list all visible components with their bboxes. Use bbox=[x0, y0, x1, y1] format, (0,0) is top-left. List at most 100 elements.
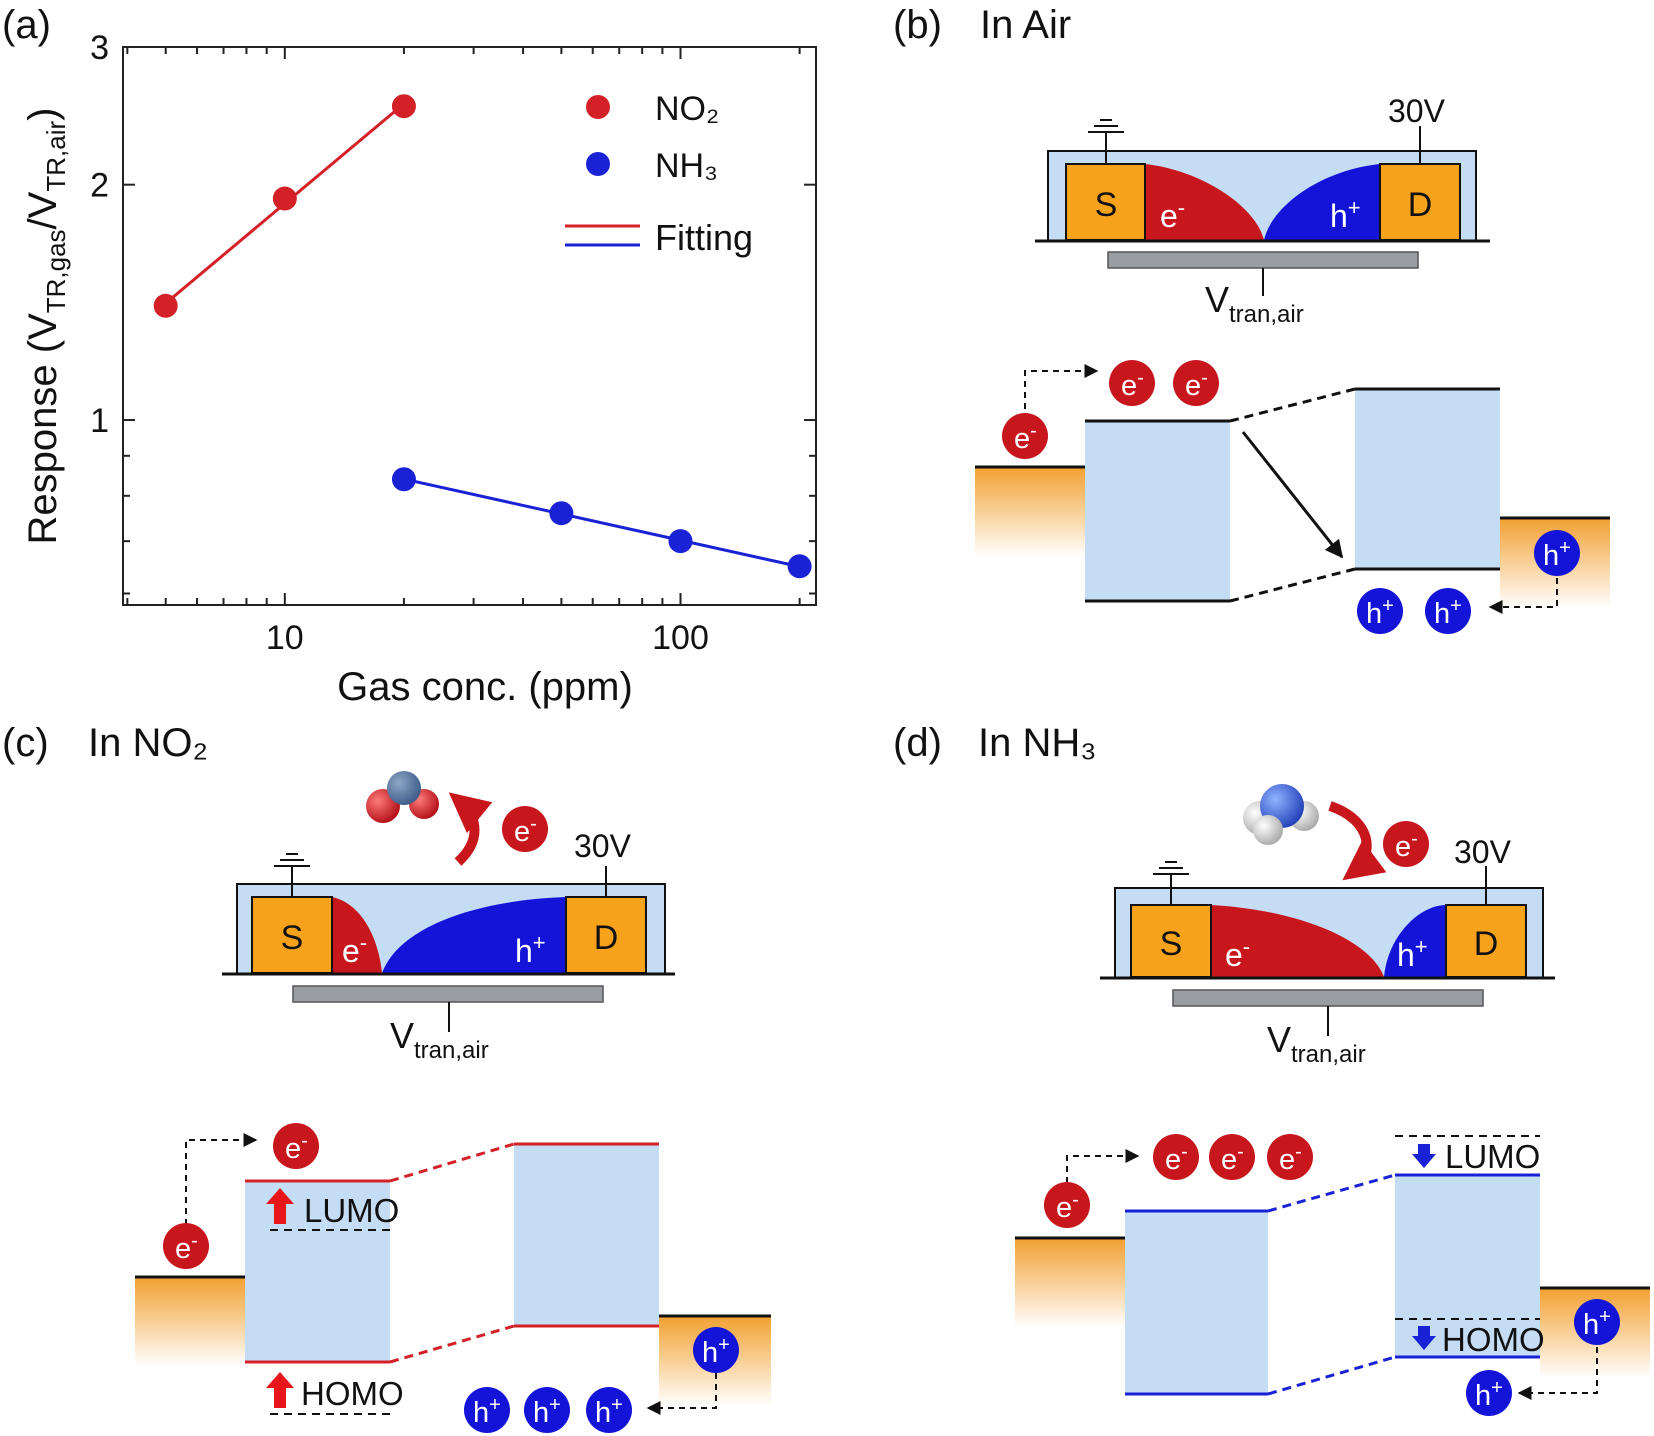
b-gate-sub: tran,air bbox=[1229, 301, 1304, 328]
panel-a-label: (a) bbox=[2, 3, 51, 47]
c-ball-e1-sign: - bbox=[191, 1230, 198, 1252]
data-point-series-0 bbox=[391, 94, 416, 119]
d-left-metal bbox=[1015, 1238, 1125, 1328]
b-homo-bend bbox=[1229, 567, 1356, 603]
d-ball-e4: e bbox=[1279, 1144, 1295, 1176]
d-ball-h1: h bbox=[1583, 1309, 1599, 1341]
b-voltage-label: 30V bbox=[1388, 93, 1446, 129]
b-ball-h3-sign: + bbox=[1450, 595, 1462, 617]
c-ball-e2: e bbox=[285, 1133, 301, 1165]
c-ball-h4: h bbox=[595, 1397, 611, 1429]
svg-text:h+: h+ bbox=[1366, 595, 1394, 630]
d-h-sign: + bbox=[1415, 934, 1428, 959]
y-axis-label: Response (VTR,gas/VTR,air) bbox=[21, 108, 71, 545]
panel-b-in-air: (b) In Air S D e- h+ Vtran,air 30V bbox=[893, 3, 1610, 634]
b-source-label: S bbox=[1095, 186, 1118, 224]
svg-text:h+: h+ bbox=[595, 1394, 623, 1429]
d-hole-inject-arrow bbox=[1517, 1347, 1598, 1400]
c-source-label: S bbox=[281, 919, 304, 957]
d-lumo-bend bbox=[1267, 1173, 1396, 1213]
b-carriers: e- e- e- h+ h+ h+ bbox=[1002, 360, 1580, 634]
svg-text:e-: e- bbox=[175, 1230, 198, 1265]
data-point-series-0 bbox=[153, 293, 178, 318]
d-homo-label: HOMO bbox=[1442, 1321, 1545, 1358]
c-electron-symbol: e- bbox=[342, 930, 367, 969]
c-ball-e2-sign: - bbox=[301, 1130, 308, 1152]
no2-molecule-icon bbox=[366, 771, 439, 823]
svg-text:h+: h+ bbox=[1583, 1306, 1611, 1341]
b-ball-h1: h bbox=[1543, 540, 1559, 572]
data-point-series-1 bbox=[787, 554, 812, 579]
svg-text:e-: e- bbox=[285, 1130, 308, 1165]
svg-text:h+: h+ bbox=[1475, 1377, 1503, 1412]
c-electron-region bbox=[332, 897, 382, 973]
panel-b-title: In Air bbox=[980, 3, 1071, 47]
d-hole-region bbox=[1384, 905, 1446, 977]
c-lumo-bend bbox=[389, 1142, 515, 1183]
panel-d-label: (d) bbox=[893, 721, 942, 765]
svg-text:e-: e- bbox=[1395, 828, 1418, 863]
d-h-letter: h bbox=[1397, 937, 1415, 973]
c-ball-h1: h bbox=[702, 1337, 718, 1369]
panel-d-title: In NH₃ bbox=[978, 721, 1097, 765]
y-label-end: ) bbox=[21, 108, 65, 121]
c-released-electron: e- bbox=[502, 806, 548, 852]
c-hole-symbol: h+ bbox=[515, 930, 546, 969]
c-e-sign: - bbox=[360, 930, 367, 955]
svg-text:e-: e- bbox=[1279, 1141, 1302, 1176]
y-label-mid: /V bbox=[21, 191, 65, 229]
x-axis-label: Gas conc. (ppm) bbox=[337, 665, 633, 709]
d-electron-ball: e- bbox=[1267, 1134, 1313, 1180]
d-electron-ball: e- bbox=[1044, 1182, 1090, 1228]
b-electron-symbol: e- bbox=[1160, 195, 1185, 234]
d-electron-donate-arrow bbox=[1328, 801, 1387, 881]
d-electron-inject-arrow bbox=[1066, 1149, 1140, 1183]
b-electron-ball: e- bbox=[1109, 360, 1155, 406]
d-homo-down-arrow-icon bbox=[1412, 1326, 1436, 1350]
d-gate-v: V bbox=[1267, 1019, 1291, 1060]
b-ball-e3: e bbox=[1185, 370, 1201, 402]
c-electron-ball: e- bbox=[163, 1223, 209, 1269]
b-hole-ball: h+ bbox=[1425, 588, 1471, 634]
x-tick-label: 10 bbox=[266, 619, 304, 657]
c-lumo-label: LUMO bbox=[304, 1192, 399, 1229]
b-ball-h2-sign: + bbox=[1382, 595, 1394, 617]
d-ball-h2-sign: + bbox=[1491, 1377, 1503, 1399]
b-h-letter: h bbox=[1330, 198, 1348, 234]
c-gate bbox=[292, 985, 604, 1003]
d-electron-symbol: e- bbox=[1225, 934, 1250, 973]
legend-fitting-label: Fitting bbox=[655, 217, 753, 258]
y-label-sub-air: TR,air bbox=[41, 121, 71, 192]
d-ball-e3-sign: - bbox=[1237, 1141, 1244, 1163]
d-electron-ball: e- bbox=[1153, 1134, 1199, 1180]
d-electron-region bbox=[1211, 905, 1384, 977]
svg-text:e-: e- bbox=[1221, 1141, 1244, 1176]
legend-nh3-label: NH₃ bbox=[655, 147, 718, 185]
y-label-sub-gas: TR,gas bbox=[41, 229, 71, 313]
b-ball-e1-sign: - bbox=[1030, 420, 1037, 442]
d-homo-bend bbox=[1267, 1355, 1396, 1396]
legend: NO₂ NH₃ Fitting bbox=[565, 90, 753, 258]
svg-text:e-: e- bbox=[1014, 420, 1037, 455]
svg-text:h+: h+ bbox=[1543, 537, 1571, 572]
d-ball-e3: e bbox=[1221, 1144, 1237, 1176]
c-hole-inject-arrow bbox=[646, 1373, 717, 1415]
c-homo-up-arrow-icon bbox=[266, 1372, 294, 1408]
c-ball-h2-sign: + bbox=[489, 1394, 501, 1416]
svg-text:e-: e- bbox=[1185, 367, 1208, 402]
d-drain-label: D bbox=[1474, 925, 1499, 963]
c-hole-ball: h+ bbox=[464, 1387, 510, 1433]
c-homo-label: HOMO bbox=[301, 1375, 404, 1412]
svg-text:e-: e- bbox=[1121, 367, 1144, 402]
b-electron-ball: e- bbox=[1002, 413, 1048, 459]
d-source-label: S bbox=[1160, 925, 1183, 963]
svg-text:h+: h+ bbox=[473, 1394, 501, 1429]
c-band-right bbox=[514, 1144, 659, 1326]
c-lumo-up-arrow-icon bbox=[266, 1188, 294, 1224]
b-transfer-arrow bbox=[1241, 431, 1344, 559]
data-point-series-1 bbox=[391, 467, 416, 492]
c-ball-h1-sign: + bbox=[718, 1334, 730, 1356]
y-axis: 123 bbox=[90, 29, 816, 595]
